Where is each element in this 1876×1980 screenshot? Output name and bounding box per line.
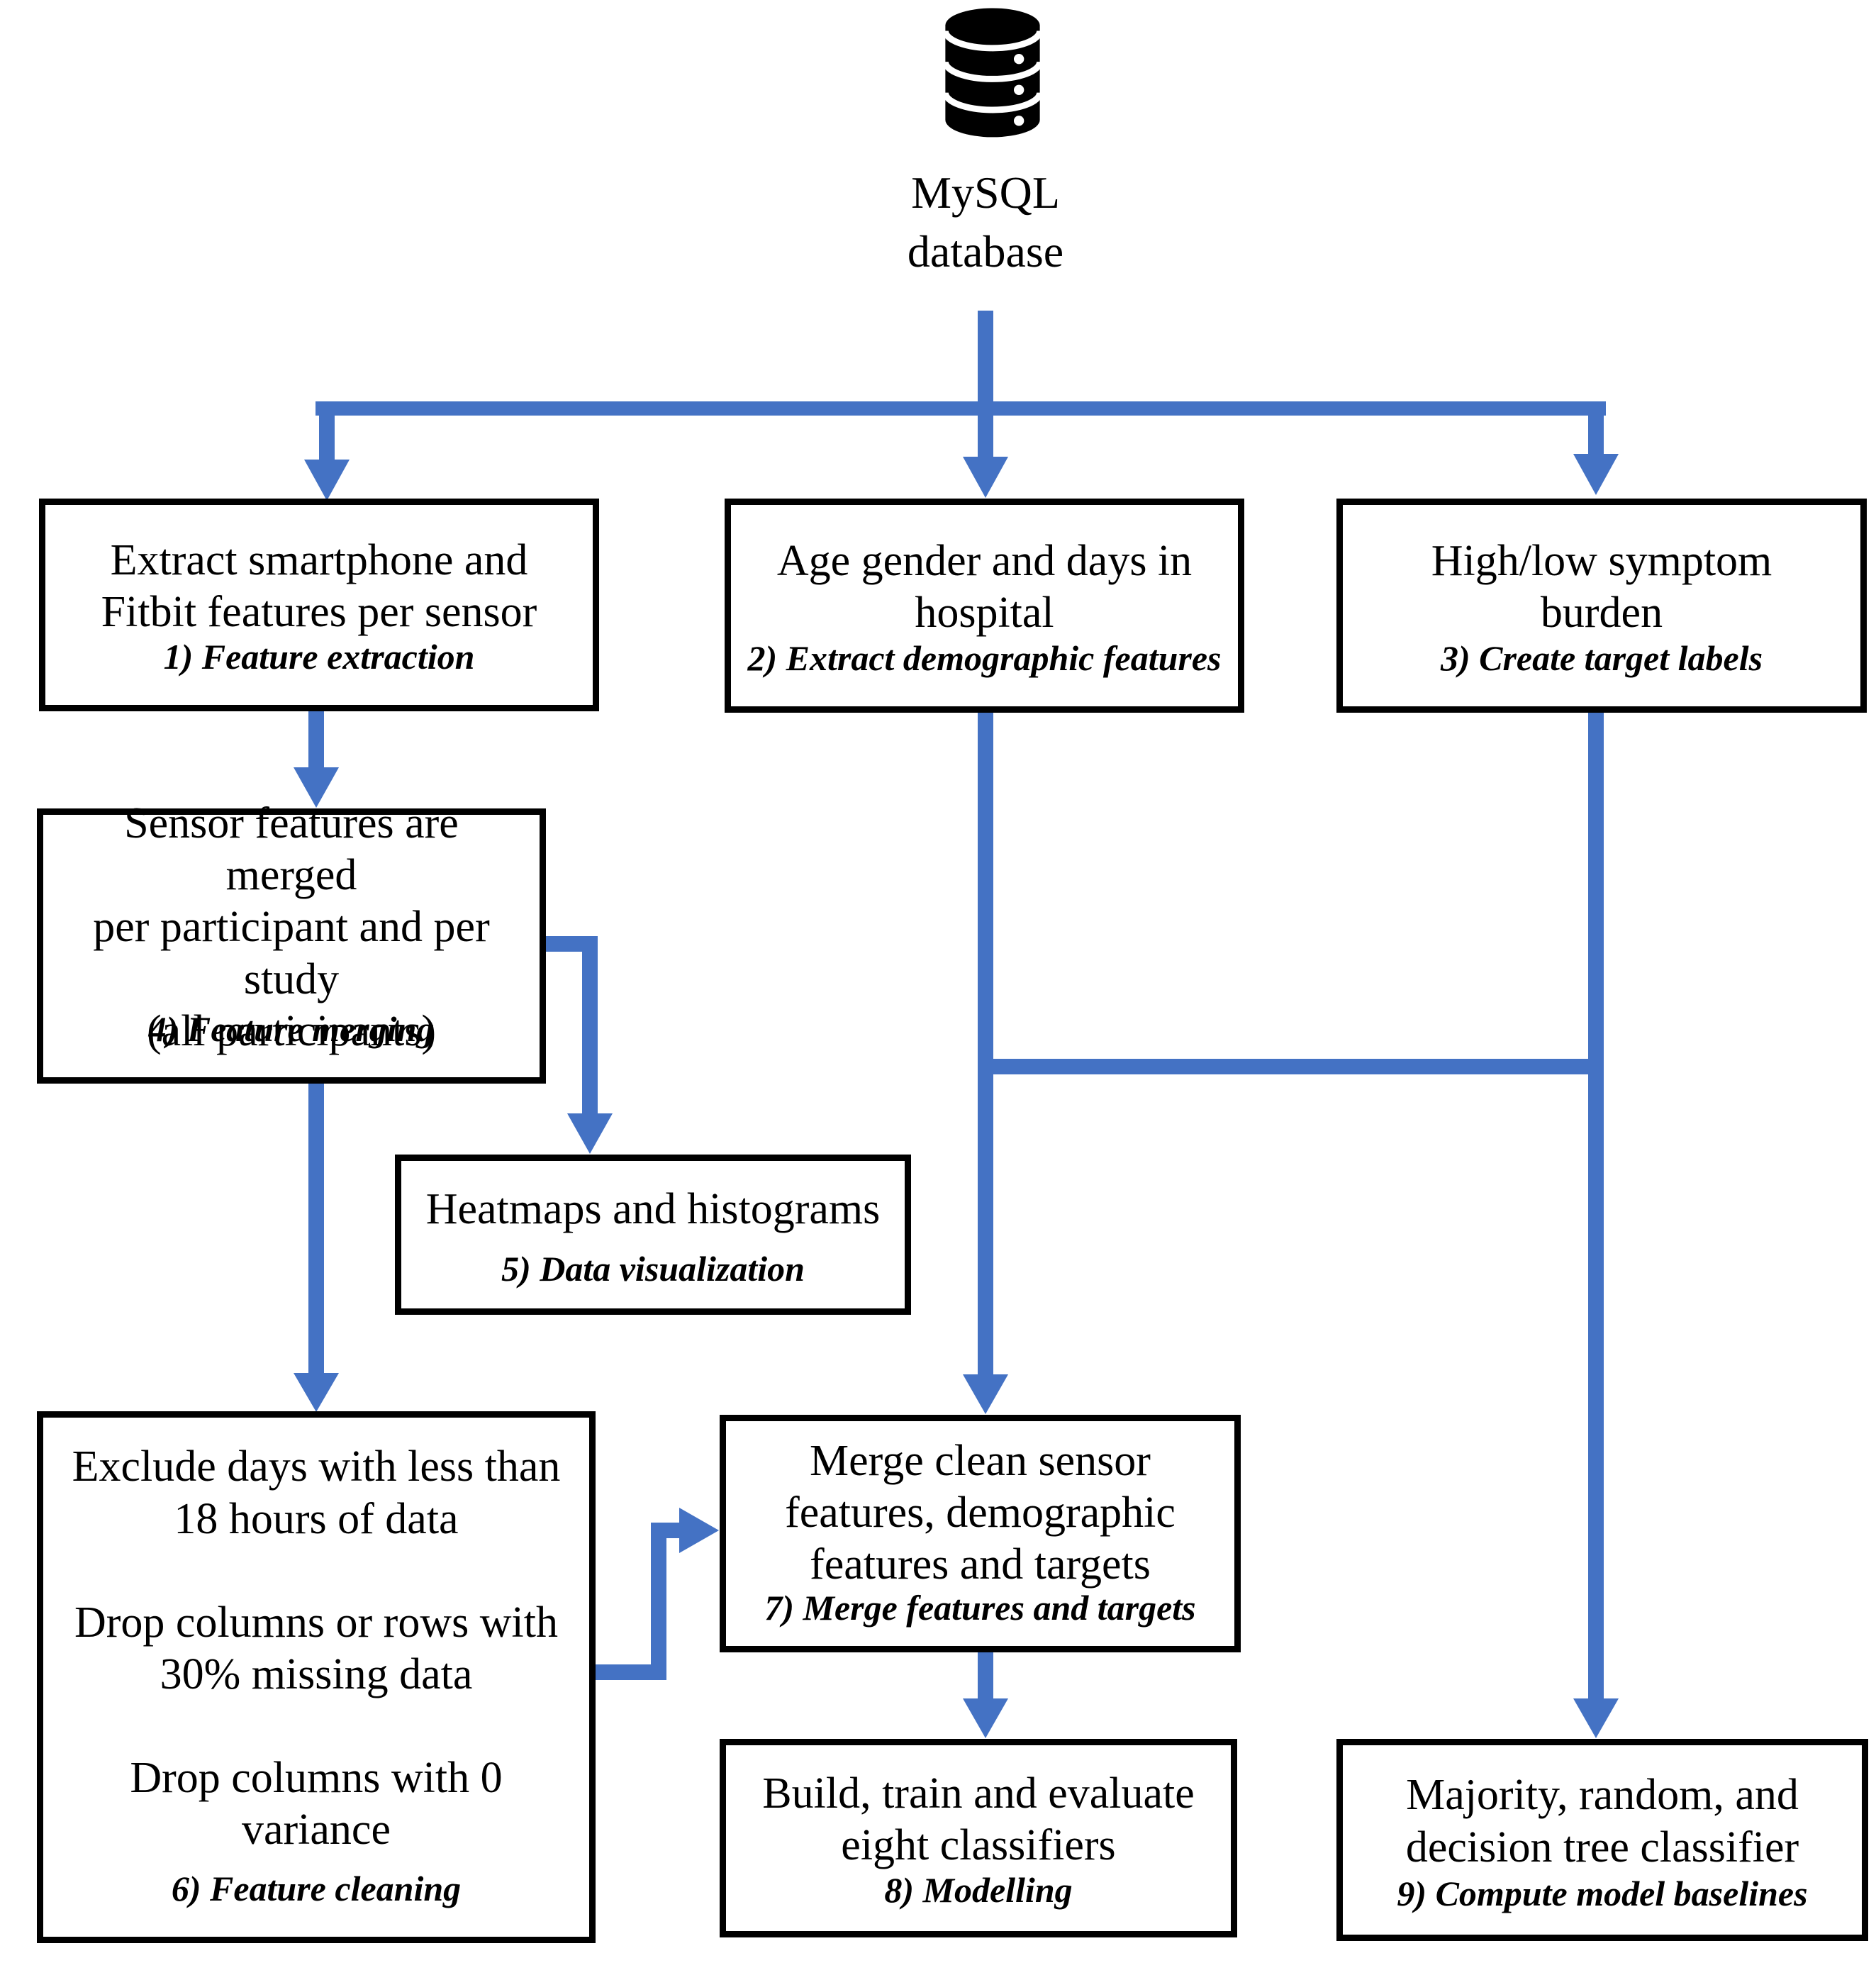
connector-extraction-to-merging	[294, 711, 339, 808]
box-main-text: Age gender and days in hospital	[776, 536, 1193, 637]
connector-db-stem	[978, 311, 993, 403]
database-label: MySQL database	[907, 167, 1064, 277]
connector-merge-targets-to-modelling	[963, 1652, 1008, 1738]
database-icon	[942, 8, 1044, 138]
box-step-caption: 9) Compute model baselines	[1397, 1874, 1808, 1913]
connector-branch-to-feature-extraction	[304, 414, 350, 501]
box-step-caption: 5) Data visualization	[501, 1249, 805, 1289]
box-feature-extraction: Extract smartphone and Fitbit features p…	[39, 499, 599, 711]
box-feature-cleaning: Exclude days with less than 18 hours of …	[37, 1411, 596, 1943]
connector-targets-join-bar	[978, 1059, 1604, 1074]
box-modelling: Build, train and evaluate eight classifi…	[720, 1739, 1237, 1937]
connector-target-labels-to-baselines	[1573, 713, 1619, 1738]
box-main-text: Heatmaps and histograms	[425, 1185, 881, 1234]
box-main-text: High/low symptom burden	[1431, 536, 1772, 637]
box-merge-features-targets: Merge clean sensor features, demographic…	[720, 1415, 1241, 1652]
box-main-text: Exclude days with less than 18 hours of …	[72, 1442, 561, 1854]
connector-branch-to-target-labels	[1573, 414, 1619, 495]
connector-demographics-to-merge-targets	[963, 713, 1008, 1414]
box-step-caption: 3) Create target labels	[1440, 638, 1763, 678]
box-feature-merging: Sensor features are merged per participa…	[37, 799, 546, 1084]
connector-branch-to-demographics	[963, 414, 1008, 498]
box-step-caption: 1) Feature extraction	[163, 637, 475, 677]
box-step-caption: 6) Feature cleaning	[171, 1869, 462, 1908]
box-step-caption: 8) Modelling	[884, 1870, 1073, 1910]
box-data-visualization: Heatmaps and histograms 5) Data visualiz…	[395, 1155, 911, 1315]
box-target-labels: High/low symptom burden 3) Create target…	[1336, 499, 1867, 713]
box-main-text: Sensor features are merged per participa…	[93, 799, 490, 1055]
box-main-text: Majority, random, and decision tree clas…	[1405, 1771, 1799, 1871]
box-model-baselines: Majority, random, and decision tree clas…	[1336, 1739, 1868, 1941]
box-step-caption: 4) Feature merging	[148, 1009, 435, 1049]
box-step-caption: 7) Merge features and targets	[764, 1588, 1196, 1628]
box-main-text: Merge clean sensor features, demographic…	[785, 1436, 1176, 1589]
box-main-text: Build, train and evaluate eight classifi…	[762, 1769, 1195, 1869]
connector-merging-to-cleaning	[294, 1084, 339, 1412]
box-main-text: Extract smartphone and Fitbit features p…	[101, 535, 537, 636]
connector-cleaning-to-merge-targets	[596, 1508, 719, 1680]
box-step-caption: 2) Extract demographic features	[747, 638, 1222, 678]
connector-merging-to-visualization	[540, 936, 613, 1154]
connector-branch-bar	[316, 401, 1606, 416]
box-demographic-features: Age gender and days in hospital 2) Extra…	[725, 499, 1244, 713]
